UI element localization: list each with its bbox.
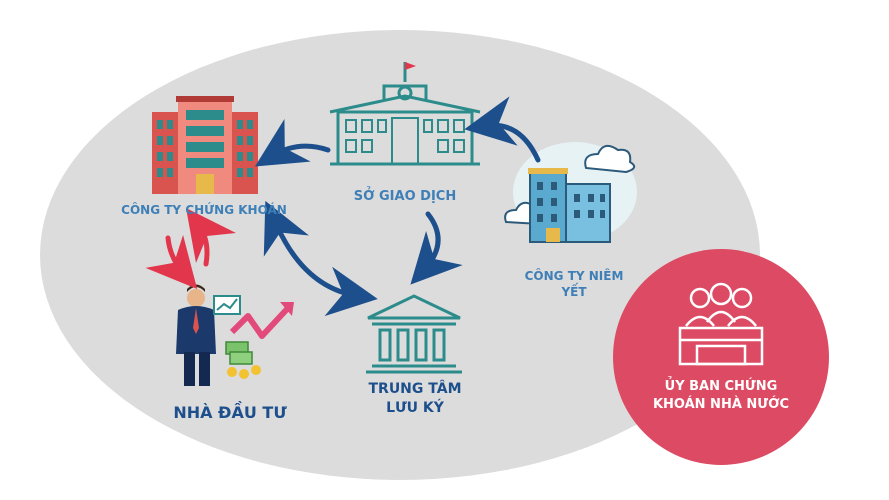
government-building-icon [329, 62, 481, 166]
commission-circle [613, 249, 829, 465]
arrow-company-depository-bidirectional [263, 200, 378, 317]
stock-exchange-label-text: SỞ GIAO DỊCH [353, 189, 457, 204]
listed-company-label: CÔNG TY NIÊM YẾT [494, 268, 654, 300]
arrow-company-to-investor [145, 234, 198, 290]
investor-label: NHÀ ĐẦU TƯ [150, 402, 310, 424]
securities-company-label: CÔNG TY CHỨNG KHOÁN [100, 202, 308, 218]
investor-icon [176, 284, 294, 386]
office-building-icon [152, 96, 258, 194]
commission-label: ỦY BAN CHỨNG KHOÁN NHÀ NƯỚC [628, 378, 814, 413]
stock-exchange-label: SỞ GIAO DỊCH [325, 188, 485, 206]
depository-center-label-line1: TRUNG TÂM [368, 381, 462, 397]
investor-label-text: NHÀ ĐẦU TƯ [173, 403, 287, 422]
depository-center-label-line2: LƯU KÝ [386, 399, 444, 416]
committee-icon [678, 282, 764, 366]
arrow-investor-to-company [186, 207, 236, 267]
commission-label-line1: ỦY BAN CHỨNG [664, 379, 778, 394]
flow-arrows [254, 96, 541, 317]
commission-label-line2: KHOÁN NHÀ NƯỚC [652, 396, 790, 412]
depository-center-label: TRUNG TÂM LƯU KÝ [340, 380, 490, 418]
listed-company-label-line2: YẾT [561, 285, 587, 300]
listed-company-label-line1: CÔNG TY NIÊM [524, 269, 624, 283]
securities-company-label-text: CÔNG TY CHỨNG KHOÁN [121, 203, 287, 217]
arrow-exchange-to-company [254, 118, 331, 167]
arrow-exchange-to-depository [410, 211, 463, 285]
company-building-icon [504, 142, 637, 243]
investor-company-arrows [145, 207, 236, 290]
arrow-listed-to-exchange [464, 96, 541, 163]
bank-building-icon [366, 294, 462, 374]
